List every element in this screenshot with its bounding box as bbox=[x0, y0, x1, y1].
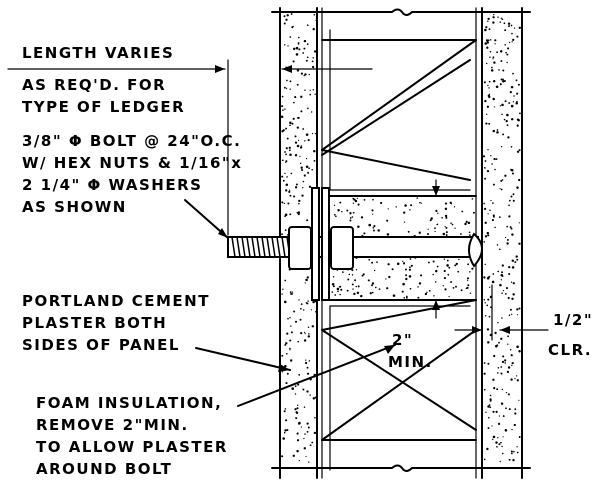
note-as-reqd-1: AS REQ'D. FOR bbox=[22, 76, 166, 94]
note-clr-dim: 1/2" bbox=[553, 311, 593, 329]
break-lines bbox=[271, 8, 531, 472]
note-bolt-4: AS SHOWN bbox=[22, 198, 127, 216]
bolt bbox=[227, 187, 483, 301]
washer-right bbox=[321, 187, 330, 301]
note-min-label: MIN. bbox=[388, 353, 433, 371]
note-foam-4: AROUND BOLT bbox=[36, 460, 172, 478]
note-foam-2: REMOVE 2"MIN. bbox=[36, 416, 189, 434]
note-bolt-1: 3/8" Φ BOLT @ 24"O.C. bbox=[22, 132, 241, 150]
hex-nut-right bbox=[330, 226, 354, 270]
note-as-reqd-2: TYPE OF LEDGER bbox=[22, 98, 185, 116]
note-plaster-2: PLASTER BOTH bbox=[22, 314, 167, 332]
bolt-threads bbox=[231, 236, 291, 258]
right-plaster-layer bbox=[475, 7, 523, 479]
washer-left bbox=[311, 187, 320, 301]
note-clr-label: CLR. bbox=[548, 341, 592, 359]
notes: LENGTH VARIES AS REQ'D. FOR TYPE OF LEDG… bbox=[22, 44, 593, 478]
note-foam-3: TO ALLOW PLASTER bbox=[36, 438, 228, 456]
hex-nut-left bbox=[288, 226, 312, 270]
note-plaster-3: SIDES OF PANEL bbox=[22, 336, 180, 354]
note-foam-1: FOAM INSULATION, bbox=[36, 394, 222, 412]
note-bolt-2: W/ HEX NUTS & 1/16"x bbox=[22, 154, 242, 172]
note-plaster-1: PORTLAND CEMENT bbox=[22, 292, 210, 310]
note-length-varies: LENGTH VARIES bbox=[22, 44, 174, 62]
note-min-dim: 2" bbox=[392, 331, 413, 349]
note-bolt-3: 2 1/4" Φ WASHERS bbox=[22, 176, 202, 194]
leaders bbox=[7, 59, 549, 407]
truss-wire bbox=[321, 39, 477, 441]
